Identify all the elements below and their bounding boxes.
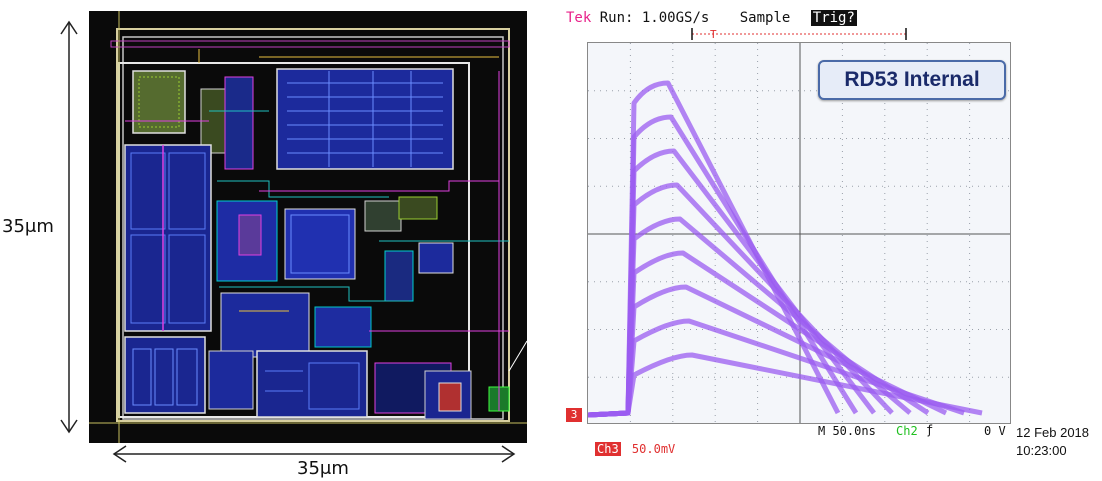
date-label: 12 Feb 2018 [1016,425,1090,440]
waveform-display [588,43,1010,423]
scope-graticule [587,42,1011,424]
waveform-trace [588,284,948,418]
waveform-trace [588,216,912,418]
waveform-trace [588,182,894,418]
waveform-trace [588,352,983,418]
channel-marker-label: 3 [570,408,578,421]
height-label: 35μm [2,216,54,237]
timebase-readout: M 50.0ns [818,424,876,438]
watermark-text: RD53 Internal [844,68,980,91]
trigger-level: 0 V [984,424,1006,438]
waveform-trace [588,80,841,418]
watermark-box: RD53 Internal [818,60,1006,100]
channel-scale-readout: Ch3 50.0mV [595,442,675,456]
trigger-channel: Ch2 [896,424,918,438]
waveform-trace [588,148,876,418]
layout-panel: 35μm [0,0,540,481]
width-label: 35μm [297,458,349,479]
waveform-trace [588,250,930,418]
time-label: 10:23:00 [1016,443,1067,458]
scope-brand: Tek [566,10,592,26]
waveform-trace [588,318,965,418]
record-position-bar: T [691,28,907,41]
acquisition-mode: Sample [739,10,791,26]
width-dimension-arrow [112,445,516,463]
circuit-layout-drawing [89,11,527,443]
timestamp: 12 Feb 2018 10:23:00 [1016,424,1089,460]
trigger-slope-icon: ƒ [926,423,934,437]
channel-ground-marker: 3 [566,408,582,422]
channel-label: Ch3 [595,442,621,456]
circuit-layout-image [89,11,527,443]
height-dimension-arrow [60,20,78,434]
scope-header: Tek Run: 1.00GS/s Sample Trig? [566,10,857,26]
acquisition-status: Run: 1.00GS/s [599,10,710,26]
svg-text:T: T [710,28,717,41]
channel-scale: 50.0mV [631,442,676,456]
waveform-trace [588,114,859,418]
trigger-status-badge: Trig? [810,10,857,26]
